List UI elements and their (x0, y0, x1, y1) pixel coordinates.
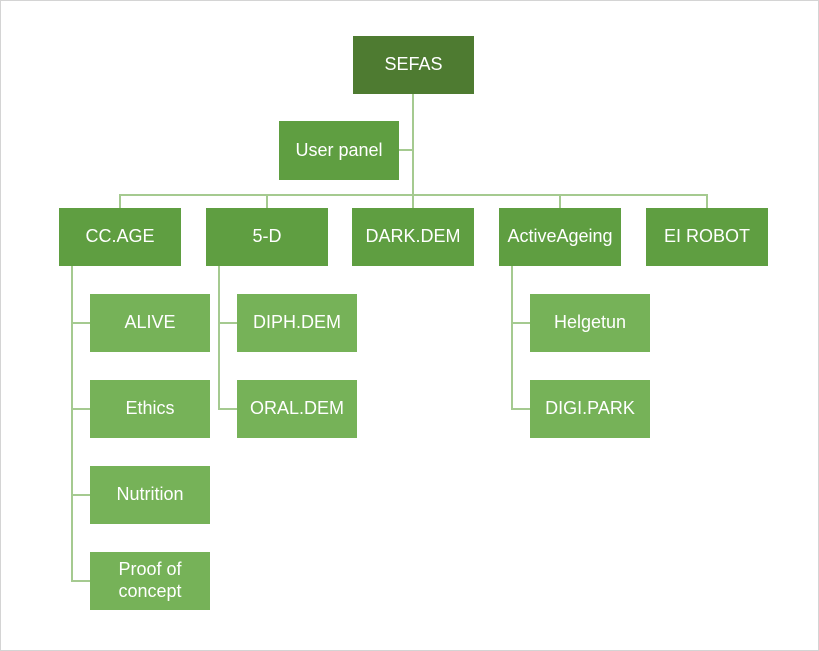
node-dark-dem: DARK.DEM (352, 208, 474, 266)
connector-stub-dark-dem (412, 194, 414, 208)
connector-hang-cc-age (71, 266, 73, 582)
connector-stub-alive (71, 322, 90, 324)
connector-stub-helgetun (511, 322, 530, 324)
connector-stub-5d (266, 194, 268, 208)
node-5d: 5-D (206, 208, 328, 266)
connector-stub-diph-dem (218, 322, 237, 324)
connector-assistant-stub (399, 149, 412, 151)
node-helgetun: Helgetun (530, 294, 650, 352)
node-ei-robot: EI ROBOT (646, 208, 768, 266)
connector-stub-ei-robot (706, 194, 708, 208)
node-proof-of-concept: Proof of concept (90, 552, 210, 610)
node-oral-dem: ORAL.DEM (237, 380, 357, 438)
node-diph-dem: DIPH.DEM (237, 294, 357, 352)
connector-hang-5d (218, 266, 220, 410)
connector-stub-active-ageing (559, 194, 561, 208)
node-active-ageing: ActiveAgeing (499, 208, 621, 266)
node-sefas: SEFAS (353, 36, 474, 94)
connector-stub-nutrition (71, 494, 90, 496)
connector-stub-proof-of-concept (71, 580, 90, 582)
connector-stub-digi-park (511, 408, 530, 410)
node-digi-park: DIGI.PARK (530, 380, 650, 438)
node-ethics: Ethics (90, 380, 210, 438)
connector-stub-ethics (71, 408, 90, 410)
node-user-panel: User panel (279, 121, 399, 180)
connector-hang-active-ageing (511, 266, 513, 410)
node-nutrition: Nutrition (90, 466, 210, 524)
node-alive: ALIVE (90, 294, 210, 352)
connector-stub-oral-dem (218, 408, 237, 410)
connector-stub-cc-age (119, 194, 121, 208)
connector-root-drop (412, 94, 414, 195)
node-cc-age: CC.AGE (59, 208, 181, 266)
